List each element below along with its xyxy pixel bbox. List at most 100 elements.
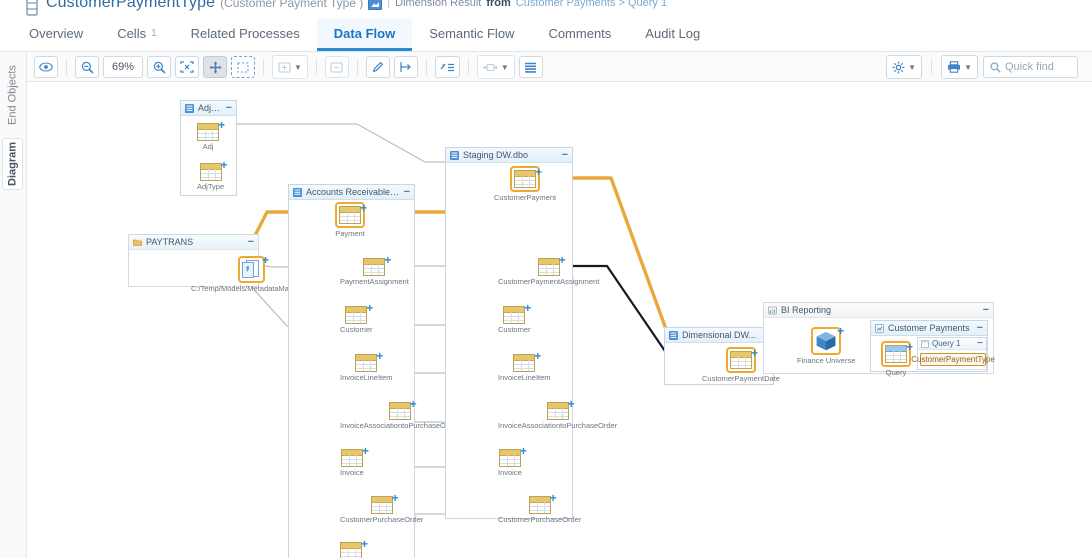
minimize-icon[interactable]: − [561,149,568,161]
settings-menu[interactable]: ▼ [886,55,923,79]
group-header[interactable]: Customer Payments − [871,321,987,336]
tab-overview[interactable]: Overview [12,18,100,51]
node-payment[interactable]: + Payment [335,201,367,238]
connector-adj [225,123,445,163]
legend-icon[interactable] [434,56,460,78]
node-label: AdjType [197,182,225,191]
zoom-in-icon[interactable] [147,56,171,78]
node-invoicelineitem[interactable]: + InvoiceLineItem [340,349,393,382]
highlighter-icon[interactable] [365,56,390,78]
query1-header[interactable]: Query 1 − [918,338,986,350]
node-adj[interactable]: + Adj [197,119,225,151]
accounts-receivable-group[interactable]: Accounts Receivable.dbo − + Payment + [288,184,459,558]
node-invoice[interactable]: + Invoice [340,445,369,477]
expand-plus-icon[interactable]: + [361,444,369,458]
pan-tool-icon[interactable] [203,56,227,78]
node-staging-customerpurchaseorder[interactable]: + CustomerPurchaseOrder [498,491,581,524]
diagram-toolbar: 69% ▼ [0,52,1092,82]
list-view-icon[interactable] [518,56,543,78]
minimize-icon[interactable]: − [403,186,410,198]
group-header[interactable]: Accounts Receivable.dbo − [289,185,414,200]
paytrans-group[interactable]: PAYTRANS − + C:/Temp/Models/MetadataMana… [128,234,312,293]
node-finance-universe[interactable]: + Finance Universe [797,324,855,365]
expand-plus-icon[interactable]: + [359,201,367,215]
side-tab-diagram[interactable]: Diagram [2,138,23,190]
tab-audit-log[interactable]: Audit Log [628,18,717,51]
node-ar-extra[interactable]: + [340,538,368,558]
query1-box[interactable]: Query 1 − CustomerPaymentType [911,337,995,370]
group-header[interactable]: Dimensional DW... − [665,328,773,343]
customer-payment-type-chip[interactable]: CustomerPaymentType [911,353,995,366]
visibility-eye-icon[interactable] [34,56,58,78]
expand-plus-icon[interactable]: + [261,253,269,267]
expand-plus-icon[interactable]: + [409,397,417,411]
expand-plus-icon[interactable]: + [524,301,532,315]
node-metadata-file[interactable]: + C:/Temp/Models/MetadataManage... [191,253,312,293]
expand-plus-icon[interactable]: + [535,165,543,179]
group-header[interactable]: Staging DW.dbo − [446,148,572,163]
tab-data-flow[interactable]: Data Flow [316,18,413,51]
minimize-icon[interactable]: − [247,236,254,248]
expand-plus-icon[interactable]: + [217,118,225,132]
route-lines-icon[interactable] [393,56,418,78]
expand-plus-icon[interactable]: + [549,491,557,505]
expand-plus-icon[interactable]: + [376,349,384,363]
expand-plus-icon[interactable]: + [384,253,392,267]
node-staging-invoicelineitem[interactable]: + InvoiceLineItem [498,349,551,382]
expand-plus-icon[interactable]: + [837,324,845,338]
group-header[interactable]: BI Reporting − [764,303,993,318]
minimize-icon[interactable]: − [976,322,983,334]
expand-plus-icon[interactable]: + [366,301,374,315]
node-staging-customer[interactable]: + Customer [498,301,532,334]
expand-plus-icon[interactable]: + [750,346,758,360]
node-label: Customer [340,325,373,334]
tab-comments[interactable]: Comments [531,18,628,51]
node-customer[interactable]: + Customer [340,301,374,334]
node-staging-invoiceassoc-po[interactable]: + InvoiceAssociationtoPurchaseOrder [498,397,617,430]
adjustments-group[interactable]: Adju... − + Adj [180,100,237,196]
print-menu[interactable]: ▼ [941,55,978,79]
dimensional-dw-group[interactable]: Dimensional DW... − + CustomerPaymentDat… [664,327,780,385]
bi-reporting-group[interactable]: BI Reporting − + Finance Universe [763,302,995,377]
minimize-icon[interactable]: − [977,338,983,349]
tab-semantic-flow[interactable]: Semantic Flow [412,18,531,51]
layout-spacing-icon[interactable]: ▼ [476,55,515,79]
node-adjtype[interactable]: + AdjType [197,159,228,191]
marquee-select-icon[interactable] [231,56,255,78]
quick-find-input[interactable]: Quick find [983,56,1078,78]
expand-all-icon[interactable]: ▼ [272,55,308,79]
fit-to-screen-icon[interactable] [175,56,199,78]
minimize-icon[interactable]: − [225,102,232,114]
group-header[interactable]: PAYTRANS − [129,235,258,250]
node-invoiceassoc-po[interactable]: + InvoiceAssociationtoPurchaseOrder [340,397,460,430]
node-query[interactable]: + Query [881,340,913,377]
expand-plus-icon[interactable]: + [519,444,527,458]
group-header[interactable]: Adju... − [181,101,236,116]
diagram-canvas[interactable]: Adju... − + Adj [27,82,1092,558]
staging-dw-group[interactable]: Staging DW.dbo − + CustomerPayment + C [445,147,617,524]
node-customerpaymentdate[interactable]: + CustomerPaymentDate [702,347,780,383]
selection-ring: + [725,346,758,373]
expand-plus-icon[interactable]: + [391,491,399,505]
node-customerpayment[interactable]: + CustomerPayment [494,166,556,202]
expand-plus-icon[interactable]: + [905,340,913,354]
collapse-all-icon[interactable] [324,56,349,78]
breadcrumb[interactable]: Customer Payments > Query 1 [515,0,668,9]
node-staging-invoice[interactable]: + Invoice [498,445,527,477]
customer-payments-group[interactable]: Customer Payments − + Query [870,320,995,377]
node-customerpurchaseorder[interactable]: + CustomerPurchaseOrder [340,491,423,524]
expand-plus-icon[interactable]: + [220,158,228,172]
node-label: InvoiceAssociationtoPurchaseOrder [340,421,460,430]
zoom-level-label[interactable]: 69% [103,56,143,78]
node-customerpaymentassignment[interactable]: + CustomerPaymentAssignment [498,253,599,286]
side-tab-end-objects[interactable]: End Objects [2,60,23,130]
expand-plus-icon[interactable]: + [534,349,542,363]
expand-plus-icon[interactable]: + [558,253,566,267]
tab-cells[interactable]: Cells 1 [100,18,173,51]
tab-related-processes[interactable]: Related Processes [174,18,317,51]
zoom-out-icon[interactable] [75,56,99,78]
node-paymentassignment[interactable]: + PaymentAssignment [340,253,409,286]
expand-plus-icon[interactable]: + [360,537,368,551]
expand-plus-icon[interactable]: + [567,397,575,411]
minimize-icon[interactable]: − [982,304,989,316]
